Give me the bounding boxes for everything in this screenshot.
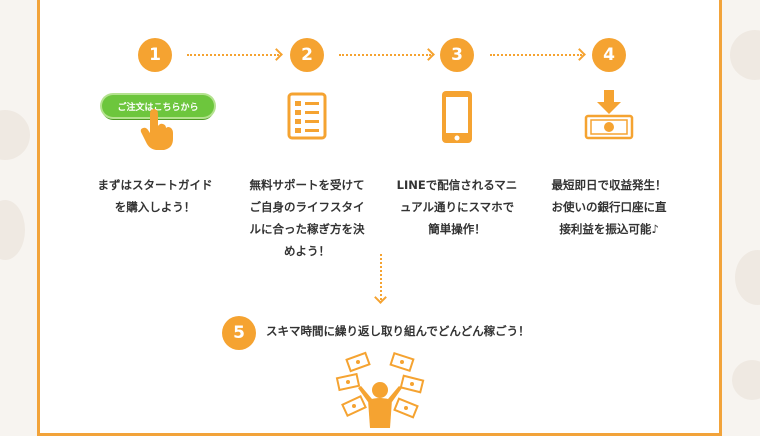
pointing-hand-icon (140, 109, 173, 150)
smartphone-icon (442, 91, 472, 143)
step-number-2: 2 (290, 38, 324, 72)
background-coin-decoration (730, 30, 760, 80)
steps-panel (37, 0, 722, 436)
person-money-icon (335, 351, 425, 428)
background-coin-decoration (735, 250, 760, 305)
step-1-description: まずはスタートガイド を購入しよう！ (97, 178, 213, 214)
step-number-4: 4 (592, 38, 626, 72)
background-coin-decoration (0, 110, 30, 160)
step-arrow-down (380, 254, 382, 300)
order-button[interactable]: ご注文はこちらから (102, 95, 214, 117)
step-5-description: スキマ時間に繰り返し取り組んでどんどん稼ごう！ (266, 324, 530, 338)
step-3-description: LINEで配信されるマニ ュアル通りにスマホで 簡単操作！ (396, 178, 518, 236)
step-number-5: 5 (222, 316, 256, 350)
background-coin-decoration (732, 360, 760, 400)
checklist-icon (287, 92, 327, 140)
money-arrow-icon (584, 90, 634, 140)
step-4-description: 最短即日で収益発生！ お使いの銀行口座に直 接利益を振込可能♪ (551, 178, 667, 236)
step-2-description: 無料サポートを受けて ご自身のライフスタイ ルに合った稼ぎ方を決 めよう！ (249, 178, 365, 258)
step-number-1: 1 (138, 38, 172, 72)
step-number-3: 3 (440, 38, 474, 72)
step-arrow (187, 54, 279, 56)
step-arrow (339, 54, 431, 56)
step-arrow (490, 54, 582, 56)
background-coin-decoration (0, 200, 25, 260)
